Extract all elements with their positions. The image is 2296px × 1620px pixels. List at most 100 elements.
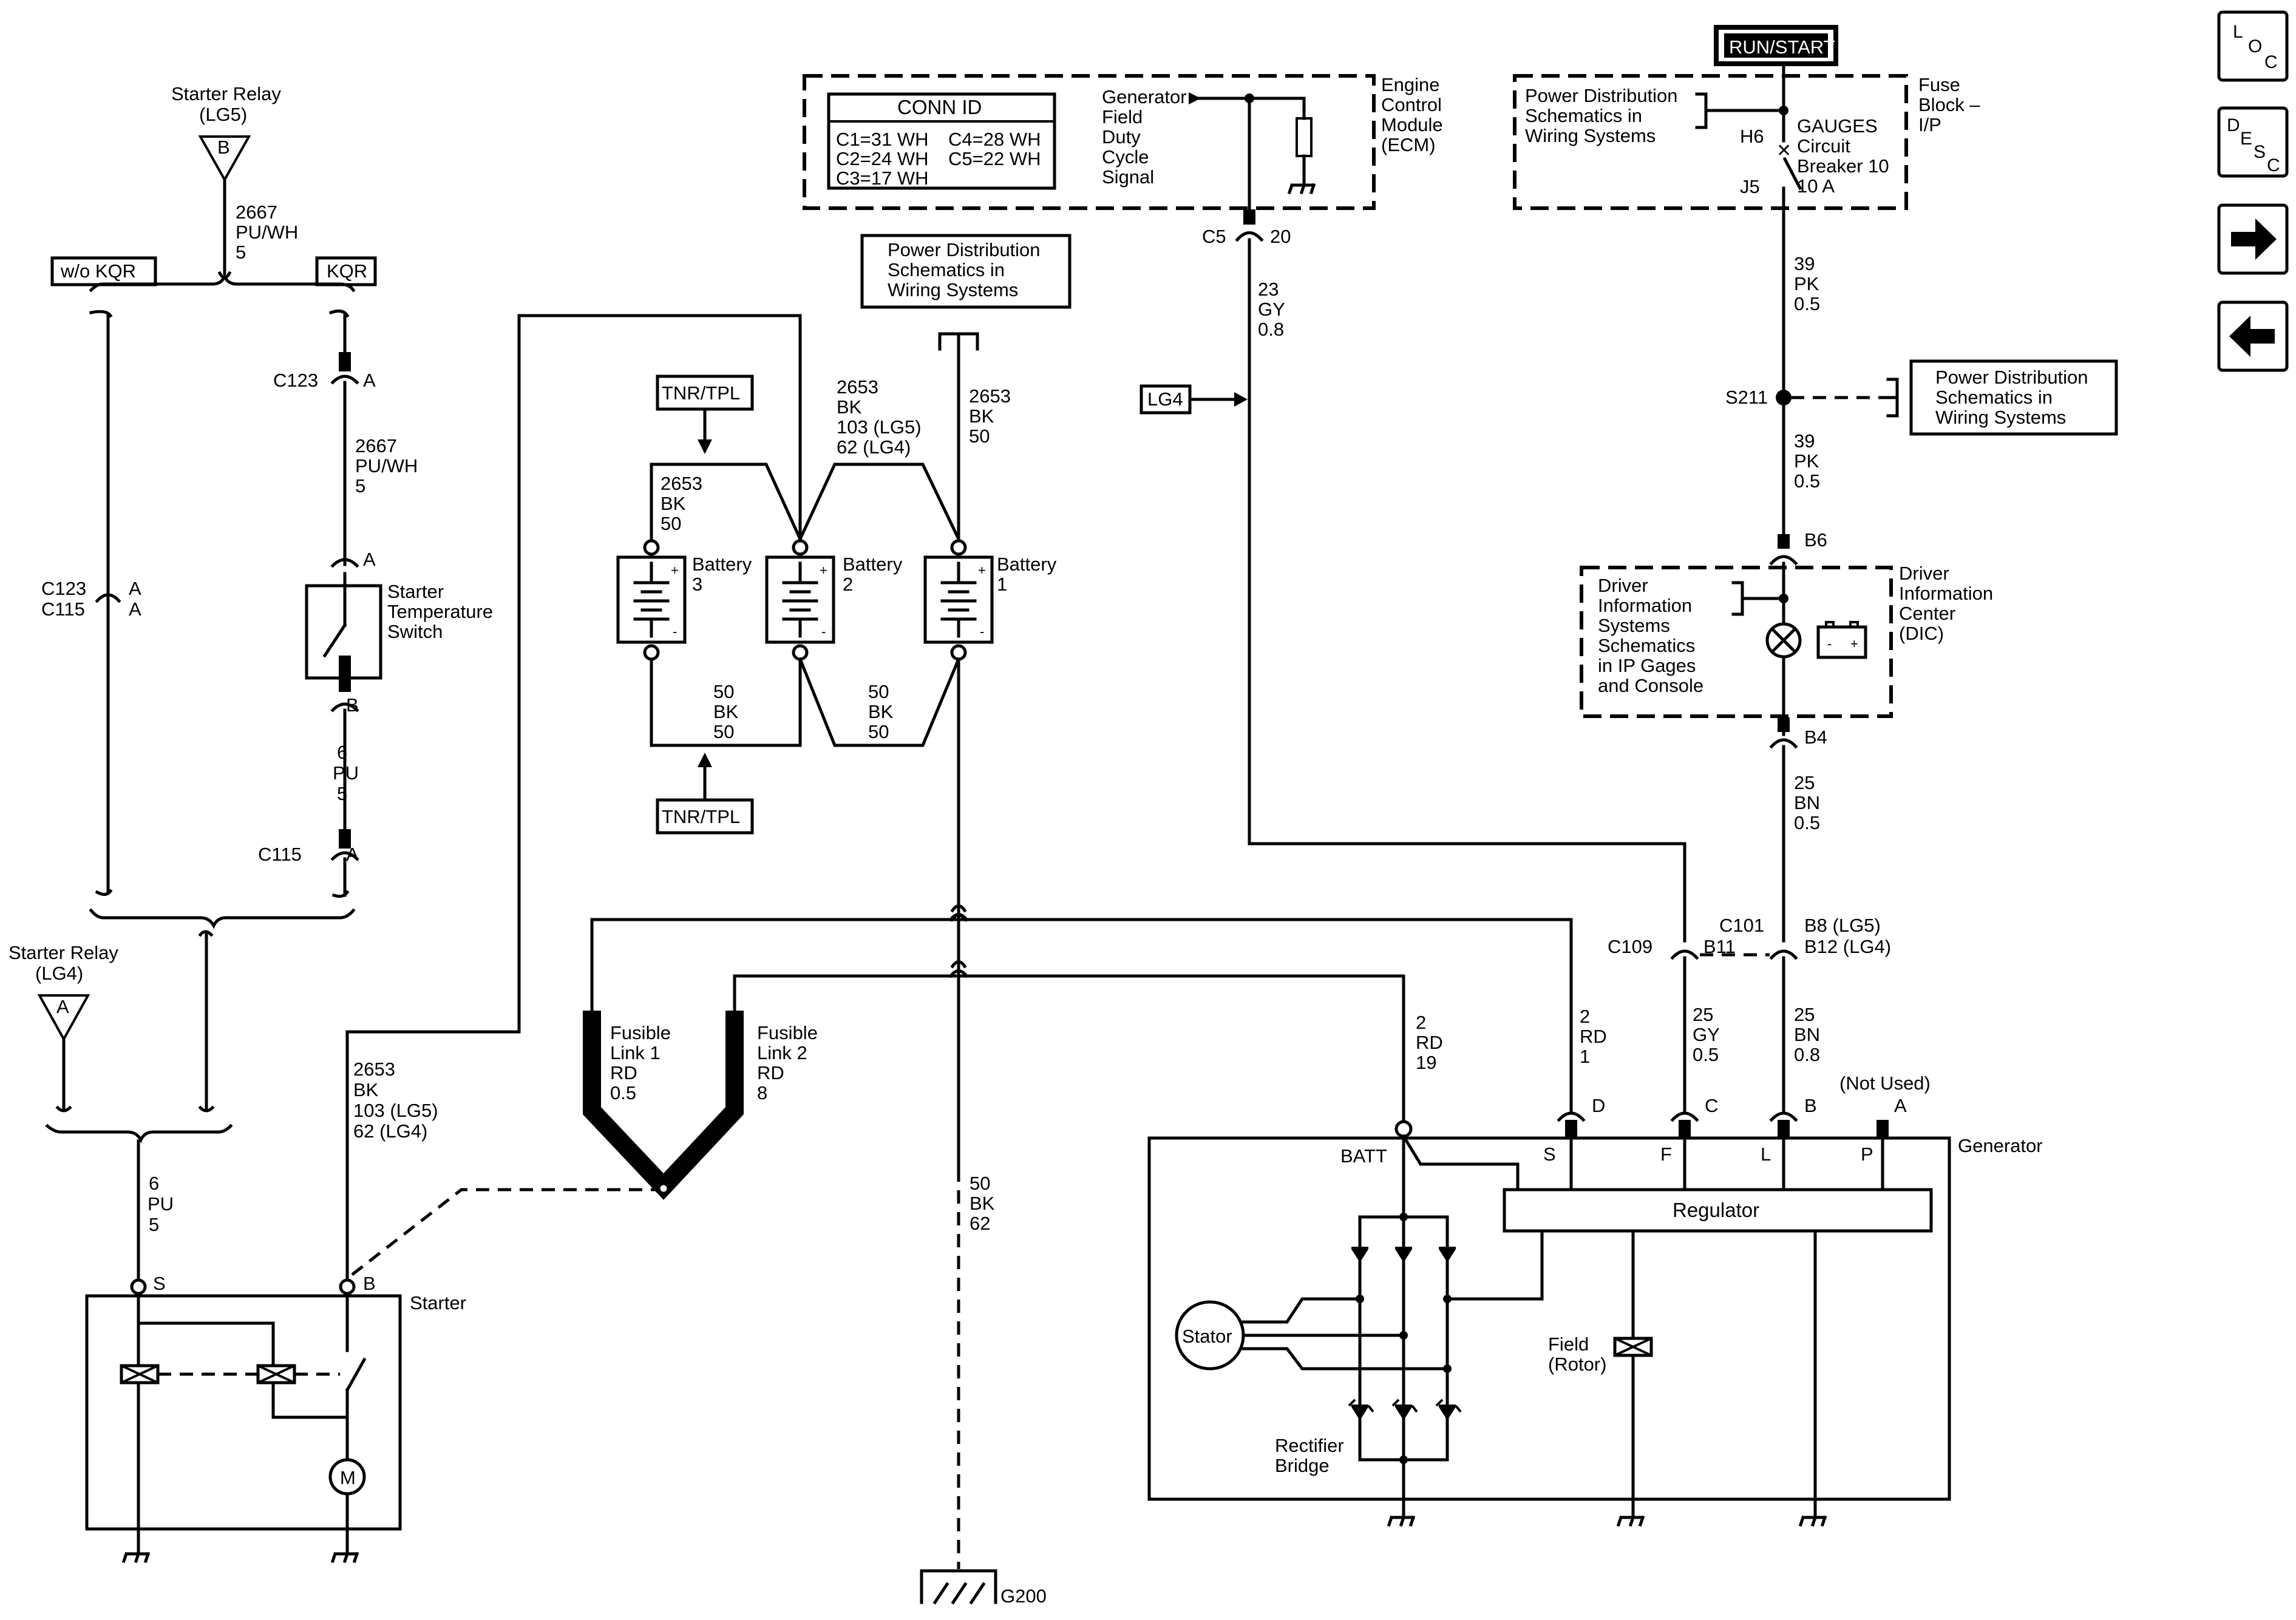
diagram-label: 1 (1580, 1046, 1590, 1067)
diagram-label: Duty (1102, 126, 1141, 147)
diagram-label: Field (1548, 1334, 1589, 1355)
diagram-label: C123 (273, 370, 318, 391)
diagram-label: 5 (337, 783, 347, 804)
diagram-label: B (1804, 1095, 1817, 1116)
diagram-label: Cycle (1102, 146, 1149, 168)
diagram-label: (Not Used) (1839, 1073, 1931, 1094)
diagram-label: 10 A (1797, 175, 1835, 197)
diagram-label: Driver (1899, 563, 1949, 584)
diagram-label: Schematics in (888, 259, 1005, 280)
diagram-label: RD (1416, 1032, 1443, 1053)
diagram-label: Systems (1598, 615, 1670, 636)
next-page-button[interactable] (2217, 203, 2289, 275)
diagram-label: 0.8 (1794, 1044, 1820, 1065)
diagram-label: 0.8 (1258, 319, 1284, 340)
diagram-label: - (1827, 636, 1832, 651)
diagram-label: + (978, 563, 986, 578)
diagram-label: 50 (970, 1173, 990, 1194)
diagram-label: A (346, 844, 359, 865)
diagram-label: GY (1258, 299, 1285, 320)
desc-letter-s: S (2254, 142, 2266, 162)
diagram-label: Starter Relay (8, 942, 118, 963)
diagram-label: Schematics in (1935, 387, 2053, 408)
diagram-label: Regulator (1673, 1199, 1759, 1221)
diagram-label: C2=24 WH (836, 148, 928, 169)
diagram-label: 0.5 (1794, 470, 1820, 492)
diagram-label: ✕ (1776, 141, 1792, 161)
diagram-label: L (1761, 1144, 1771, 1165)
wo-kqr-label: w/o KQR (60, 260, 136, 282)
diagram-label: B12 (LG4) (1804, 936, 1891, 957)
diagram-label: 50 (661, 513, 681, 534)
ground-g200: G200 (920, 1569, 1047, 1607)
diagram-label: C115 (41, 598, 85, 620)
loc-button[interactable]: L O C (2217, 10, 2289, 82)
diagram-label: A (56, 996, 69, 1017)
diagram-label: J5 (1740, 176, 1760, 197)
diagram-label: S (1543, 1144, 1556, 1165)
diagram-label: Stator (1182, 1326, 1232, 1347)
diagram-label: 2653 (661, 473, 702, 494)
diagram-label: BK (661, 493, 686, 514)
diagram-label: 5 (236, 242, 246, 263)
diagram-label: (LG4) (35, 963, 83, 984)
diagram-label: BN (1794, 792, 1820, 813)
starter-relay-lg5: Starter Relay (LG5) B (171, 83, 281, 183)
diagram-label: Temperature (387, 601, 493, 622)
diagram-label: + (671, 563, 679, 578)
desc-letter-d: D (2227, 115, 2240, 135)
diagram-label: B4 (1804, 727, 1827, 748)
battery-1: + - Battery 1 (923, 539, 1057, 661)
diagram-label: 0.5 (1693, 1044, 1719, 1065)
diagram-label: Starter (387, 581, 444, 602)
diagram-label: 62 (970, 1213, 990, 1234)
diagram-label: C123 (41, 578, 86, 599)
diagram-label: Power Distribution (888, 239, 1041, 260)
diagram-label: (DIC) (1899, 623, 1944, 644)
diode-bank (1348, 1247, 1462, 1420)
diagram-label: 50 (713, 681, 734, 702)
diagram-label: Starter Relay (171, 83, 281, 104)
diagram-label: B8 (LG5) (1804, 915, 1881, 936)
diagram-label: (LG5) (199, 104, 247, 125)
lg4-tag: LG4 (1147, 388, 1183, 410)
diagram-label: C5=22 WH (948, 148, 1041, 169)
diagram-label: 2653 (969, 385, 1011, 407)
loc-letter-o: O (2248, 36, 2262, 56)
diagram-label: 103 (LG5) (353, 1100, 438, 1121)
diagram-label: Wiring Systems (1935, 407, 2066, 428)
desc-letter-c: C (2267, 155, 2280, 175)
diagram-label: 62 (LG4) (837, 436, 911, 458)
diagram-label: C1=31 WH (836, 129, 928, 150)
diagram-label: Fuse (1918, 74, 1960, 95)
diagram-label: M (340, 1467, 356, 1488)
diagram-label: CONN ID (897, 96, 982, 118)
diagram-label: Module (1381, 114, 1443, 135)
diagram-label: I/P (1918, 114, 1941, 135)
diagram-label: 23 (1258, 279, 1279, 300)
diagram-label: BK (837, 396, 862, 418)
diagram-label: 25 (1794, 772, 1815, 793)
diagram-label: BK (969, 405, 994, 427)
diagram-label: 3 (692, 574, 702, 595)
diagram-label: Battery (997, 554, 1057, 575)
diagram-label: B6 (1804, 529, 1827, 551)
diagram-label: Breaker 10 (1797, 155, 1889, 177)
diagram-label: Rectifier (1275, 1435, 1344, 1456)
diagram-label: - (821, 624, 826, 639)
diagram-label: BK (868, 701, 894, 722)
diagram-label: 0.5 (1794, 812, 1820, 833)
diagram-label: BK (353, 1079, 379, 1100)
diagram-label: 0.5 (1794, 293, 1820, 314)
desc-button[interactable]: D E S C (2217, 106, 2289, 178)
diagram-label: B (363, 1273, 376, 1294)
diagram-label: GAUGES (1797, 115, 1878, 137)
diagram-label: 6 (149, 1173, 159, 1194)
previous-page-button[interactable] (2217, 300, 2289, 372)
diagram-label: D (1592, 1095, 1605, 1116)
battery-3: + - Battery 3 (616, 539, 752, 661)
diagram-label: B11 (1703, 936, 1736, 957)
diagram-label: 1 (997, 574, 1007, 595)
diagram-label: + (820, 563, 827, 578)
